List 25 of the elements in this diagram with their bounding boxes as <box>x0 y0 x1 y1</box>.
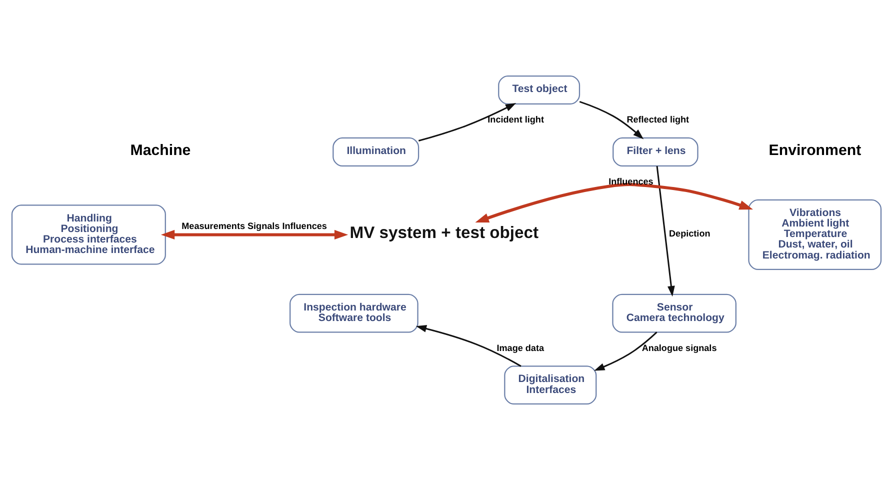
label: Environment <box>768 141 862 158</box>
edge-label: Image data <box>496 342 544 352</box>
node-box: Vibrations Ambient light Temperature Dust, water, oil Electromag. radiation <box>748 198 882 270</box>
node-box: Inspection hardware Software tools <box>290 293 418 332</box>
node-box: Digitalisation Interfaces <box>504 365 597 404</box>
arrow <box>416 324 522 366</box>
node-box: Test object <box>498 74 580 104</box>
label: Machine <box>130 141 191 158</box>
arrow <box>656 165 675 296</box>
arrow <box>579 100 644 139</box>
edge-label: Reflected light <box>626 114 690 124</box>
node-box: Handling Positioning Process interfaces Human-machine interface <box>11 204 166 264</box>
arrow <box>418 102 516 141</box>
edge-label: Influences <box>608 176 654 186</box>
edge-label: Depiction <box>669 228 710 238</box>
node-box: Illumination <box>332 136 420 166</box>
arrow <box>160 229 348 239</box>
node-text: MV system + test object <box>350 222 539 242</box>
edge-label: Measurements Signals Influences <box>182 220 327 231</box>
node-box: Filter + lens <box>612 136 698 166</box>
edge-label: Incident light <box>488 114 544 124</box>
node-box: Sensor Camera technology <box>612 293 736 332</box>
arrow <box>475 182 753 222</box>
edge-label: Analogue signals <box>642 342 717 352</box>
arrow <box>594 331 658 370</box>
